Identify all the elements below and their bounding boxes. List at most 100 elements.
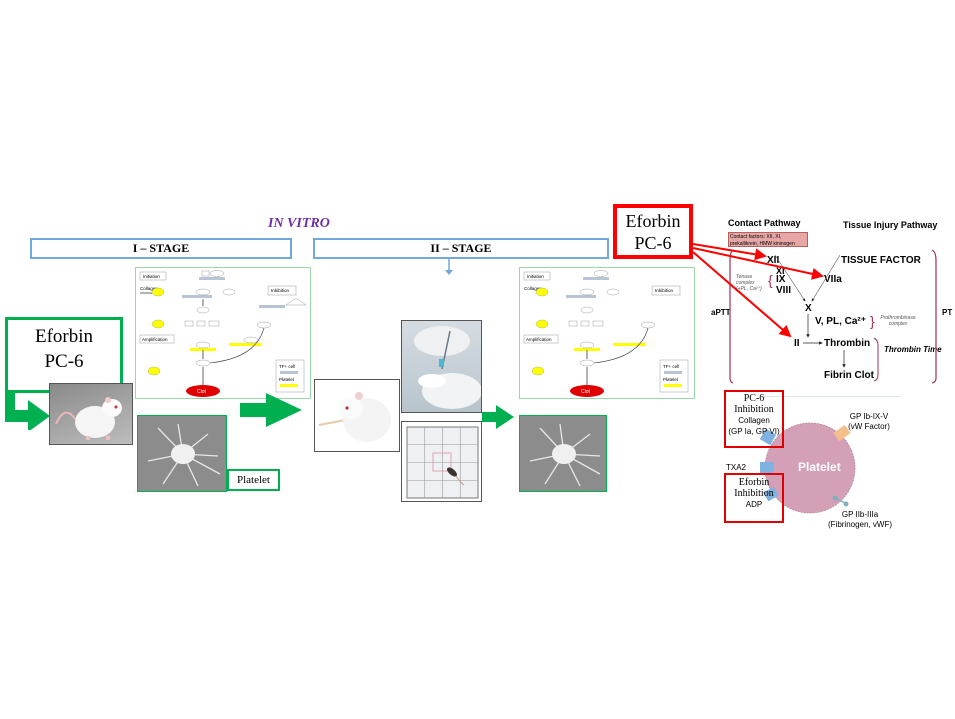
green-arrow-to-platelet <box>482 405 514 429</box>
rat-icon <box>318 392 391 442</box>
fibrin-clot: Fibrin Clot <box>824 370 874 381</box>
inhibition-label: Inhibition <box>734 488 774 499</box>
factor-x: X <box>805 303 812 314</box>
tenase-brace: { <box>768 272 773 288</box>
cascade-inhibition-label: Inhibition <box>271 288 290 293</box>
injection-photo <box>401 320 482 413</box>
adp-label: ADP <box>745 500 763 509</box>
gp-iib-name: GP IIb-IIIa <box>841 510 879 519</box>
stage-2-box: II – STAGE <box>313 238 609 259</box>
thrombin-time-label: Thrombin Time <box>884 345 942 354</box>
arrow-to-ii <box>692 251 792 338</box>
coagulation-cascade-stage-2: Initiation Inhibition Amplification Coll… <box>519 267 695 399</box>
open-field-test-image <box>401 421 482 502</box>
pc6-label: PC-6 <box>743 393 765 404</box>
coagulation-cascade-stage-1: Initiation Inhibition Amplification Coll… <box>135 267 311 399</box>
gp-iib-ligand: (Fibrinogen, vWF) <box>827 520 892 529</box>
platelet-receptor-diagram: Platelet PC-6 Inhibition Collagen (GP Ia… <box>720 388 900 538</box>
legend-tf-cell: TF+ cell <box>663 364 679 369</box>
stage-2-label: II – STAGE <box>430 241 492 255</box>
eforbin-inhibition-box <box>724 473 784 523</box>
platelet-graphic <box>759 422 856 514</box>
cascade-diagram: Initiation Inhibition Amplification Coll… <box>523 270 689 397</box>
gp-ib-label: GP Ib-IX-V (vW Factor) <box>838 412 900 432</box>
green-arrow-stage-transition <box>240 393 302 427</box>
rat-icon <box>55 397 122 440</box>
txa2-receptor <box>760 462 774 475</box>
contact-factors-box: Contact factors: XII, XI, prekallikrein,… <box>728 232 808 247</box>
tissue-factor: TISSUE FACTOR <box>841 255 921 266</box>
inhibition-label: Inhibition <box>734 404 774 415</box>
cascade-diagram: Initiation Inhibition Amplification Coll… <box>139 270 307 397</box>
green-elbow-arrow <box>5 380 50 430</box>
adp-receptor <box>763 486 779 502</box>
rat-photo-left <box>49 383 133 445</box>
tenase-complex-label: Tenase complex (+PL, Ca²⁺) <box>736 274 762 292</box>
pc6-label: PC-6 <box>44 351 84 372</box>
legend-tf-cell: TF+ cell <box>279 364 295 369</box>
cascade-clot-label: Clot <box>197 389 207 395</box>
platelet-sem-image <box>147 423 221 487</box>
pt-label: PT <box>942 308 953 317</box>
prothrombinase-complex-label: Prothrombinase complex <box>880 315 916 327</box>
txa2-label: TXA2 <box>726 463 747 472</box>
cascade-amplification-label: Amplification <box>526 337 552 342</box>
collagen-label: Collagen <box>738 416 770 425</box>
gp-ib-name: GP Ib-IX-V <box>849 412 889 421</box>
prothrombinase-brace: } <box>870 313 875 329</box>
gp-iib-label: GP IIb-IIIa (Fibrinogen, vWF) <box>820 510 900 530</box>
in-vitro-heading: IN VITRO <box>268 216 330 231</box>
open-field-grid <box>406 426 479 499</box>
platelet-photo-stage-2 <box>519 415 607 492</box>
pc6-label: PC-6 <box>634 233 672 253</box>
factor-xi: XI <box>776 266 785 276</box>
eforbin-label: Eforbin <box>738 477 770 488</box>
cascade-collagen-label: Collagen <box>524 286 542 291</box>
red-inhibition-arrows <box>692 243 824 338</box>
divider <box>760 396 900 397</box>
arrow-to-xii <box>692 243 767 261</box>
factor-xii: XII <box>767 255 780 266</box>
factor-ix: IX <box>776 274 786 285</box>
legend-platelet: Platelet <box>663 377 679 382</box>
platelet-photo-stage-1 <box>137 415 227 492</box>
pathway-connectors <box>729 249 937 384</box>
legend-platelet: Platelet <box>279 377 295 382</box>
platelet-caption: Platelet <box>237 474 270 486</box>
coagulation-pathway-diagram: Contact Pathway Tissue Injury Pathway Co… <box>700 210 955 390</box>
collagen-receptors-label: (GP Ia, GP VI) <box>728 427 780 436</box>
cascade-inhibition-label: Inhibition <box>655 288 674 293</box>
factor-ii: II <box>794 338 800 349</box>
rat-photo-stage-2 <box>314 379 400 452</box>
platelet-sem-image <box>529 423 601 487</box>
collagen-receptor <box>759 428 777 446</box>
aptt-label: aPTT <box>711 308 731 317</box>
platelet-caption-box: Platelet <box>227 469 280 491</box>
pc6-inhibition-text: PC-6 Inhibition Collagen (GP Ia, GP VI) <box>725 393 783 437</box>
eforbin-label: Eforbin <box>625 211 681 231</box>
factor-viia: VIIa <box>824 274 842 285</box>
gp-ib-ligand: (vW Factor) <box>848 422 890 431</box>
arrow-to-viia <box>692 247 824 280</box>
stage-1-box: I – STAGE <box>30 238 292 259</box>
cascade-amplification-label: Amplification <box>142 337 168 342</box>
injection-image <box>414 326 481 409</box>
cascade-clot-label: Clot <box>581 389 591 395</box>
factor-viii: VIII <box>776 285 792 296</box>
gp-ib-receptor <box>833 424 851 442</box>
stage-1-label: I – STAGE <box>132 241 190 255</box>
stage-2-down-arrow <box>445 258 453 275</box>
eforbin-inhibition-text: Eforbin Inhibition ADP <box>725 477 783 510</box>
platelet-center-label: Platelet <box>798 460 841 474</box>
cascade-initiation-label: Initiation <box>527 274 544 279</box>
contact-pathway-title: Contact Pathway <box>728 218 801 228</box>
eforbin-label: Eforbin <box>34 326 94 347</box>
tissue-injury-pathway-title: Tissue Injury Pathway <box>843 220 938 230</box>
eforbin-pc6-green-box: Eforbin PC-6 <box>5 317 123 393</box>
cascade-collagen-label: Collagen <box>140 286 158 291</box>
cascade-initiation-label: Initiation <box>143 274 160 279</box>
eforbin-pc6-red-box: Eforbin PC-6 <box>613 204 693 259</box>
thrombin: Thrombin <box>824 338 871 349</box>
v-pl-ca: V, PL, Ca²⁺ <box>815 316 867 327</box>
pc6-inhibition-box <box>724 390 784 448</box>
